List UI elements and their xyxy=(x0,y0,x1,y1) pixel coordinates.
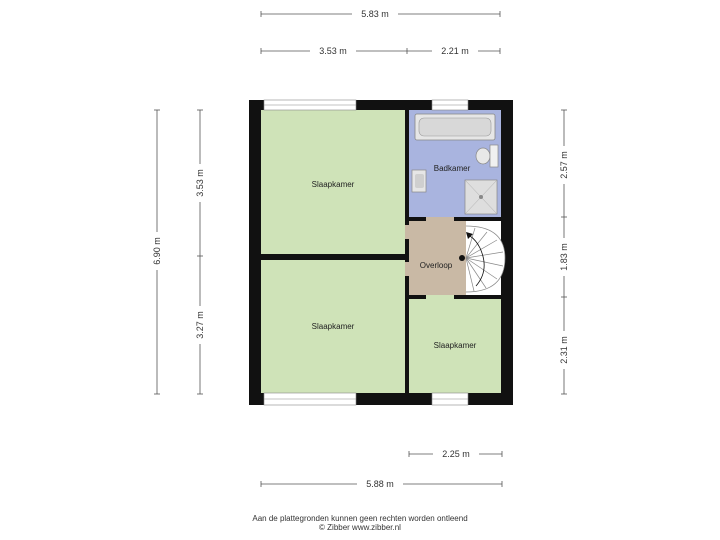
dim-left-total: 6.90 m xyxy=(152,237,162,265)
dim-left-lower: 3.27 m xyxy=(195,311,205,339)
copyright-text: © Zibber www.zibber.nl xyxy=(319,523,401,532)
dim-top-total: 5.83 m xyxy=(361,9,389,19)
room-bedroom-bottom xyxy=(261,260,405,393)
doors xyxy=(405,217,454,299)
dim-right-middle: 1.83 m xyxy=(559,243,569,271)
dim-top-right: 2.21 m xyxy=(441,46,469,56)
dim-right-lower: 2.31 m xyxy=(559,336,569,364)
room-bedroom-top xyxy=(261,110,405,254)
room-bedroom-small xyxy=(409,299,501,393)
dim-bottom-total: 5.88 m xyxy=(366,479,394,489)
room-label-bathroom: Badkamer xyxy=(434,164,471,173)
shower xyxy=(464,179,498,215)
dimension-labels: 5.83 m 3.53 m 2.21 m 6.90 m 3.53 m 3.27 … xyxy=(151,8,570,490)
dim-left-upper: 3.53 m xyxy=(195,169,205,197)
room-label-landing: Overloop xyxy=(420,261,453,270)
bathtub xyxy=(414,113,496,141)
disclaimer-text: Aan de plattegronden kunnen geen rechten… xyxy=(252,514,468,523)
room-label-bedroom-small: Slaapkamer xyxy=(434,341,477,350)
room-label-bedroom-bottom: Slaapkamer xyxy=(312,322,355,331)
toilet xyxy=(475,144,499,168)
dim-bottom-small: 2.25 m xyxy=(442,449,470,459)
dim-top-left: 3.53 m xyxy=(319,46,347,56)
stair xyxy=(459,225,506,293)
sink xyxy=(411,169,427,193)
dim-right-upper: 2.57 m xyxy=(559,151,569,179)
room-label-bedroom-top: Slaapkamer xyxy=(312,180,355,189)
windows xyxy=(263,99,469,406)
